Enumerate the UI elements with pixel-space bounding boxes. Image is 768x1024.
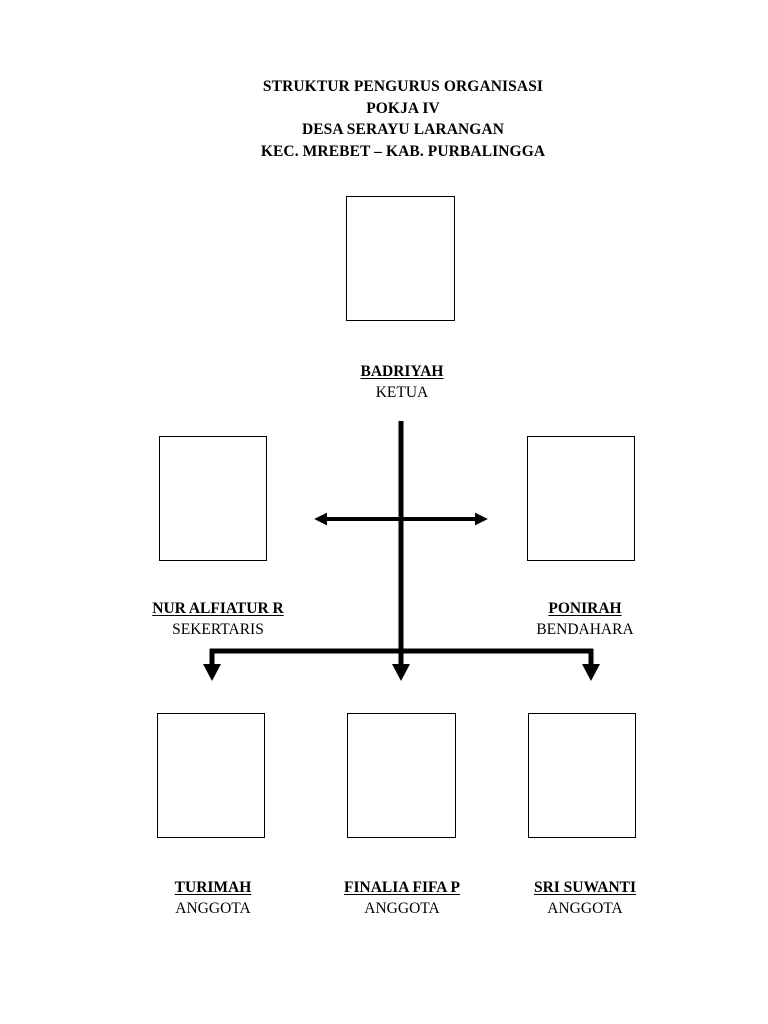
member-name: NUR ALFIATUR R	[152, 600, 284, 617]
photo-box-anggota-2	[347, 713, 456, 838]
member-name: FINALIA FIFA P	[344, 879, 460, 896]
arrowhead-anggota-2	[392, 664, 410, 681]
photo-box-ketua	[346, 196, 455, 321]
member-ketua: BADRIYAH KETUA	[302, 361, 502, 403]
member-role: ANGGOTA	[364, 900, 440, 917]
member-bendahara: PONIRAH BENDAHARA	[485, 598, 685, 640]
title-line-1: STRUKTUR PENGURUS ORGANISASI	[262, 78, 544, 95]
photo-box-anggota-3	[528, 713, 636, 838]
member-anggota-1: TURIMAH ANGGOTA	[113, 877, 313, 919]
photo-box-bendahara	[527, 436, 635, 561]
photo-box-anggota-1	[157, 713, 265, 838]
member-name: PONIRAH	[548, 600, 622, 617]
member-role: ANGGOTA	[175, 900, 251, 917]
member-role: BENDAHARA	[536, 621, 634, 638]
member-name: TURIMAH	[174, 879, 252, 896]
title-line-2: POKJA IV	[366, 99, 440, 117]
member-role: SEKERTARIS	[172, 621, 264, 638]
member-role: ANGGOTA	[547, 900, 623, 917]
member-name: SRI SUWANTI	[533, 879, 637, 896]
member-anggota-3: SRI SUWANTI ANGGOTA	[485, 877, 685, 919]
member-anggota-2: FINALIA FIFA P ANGGOTA	[302, 877, 502, 919]
arrowhead-anggota-3	[582, 664, 600, 681]
arrowhead-anggota-1	[203, 664, 221, 681]
member-name: BADRIYAH	[360, 363, 444, 380]
title-line-3: DESA SERAYU LARANGAN	[301, 121, 505, 138]
member-sekertaris: NUR ALFIATUR R SEKERTARIS	[118, 598, 318, 640]
photo-box-sekertaris	[159, 436, 267, 561]
title-line-4: KEC. MREBET – KAB. PURBALINGGA	[260, 142, 546, 160]
chart-title: STRUKTUR PENGURUS ORGANISASI POKJA IV DE…	[0, 76, 768, 162]
member-role: KETUA	[375, 384, 429, 401]
